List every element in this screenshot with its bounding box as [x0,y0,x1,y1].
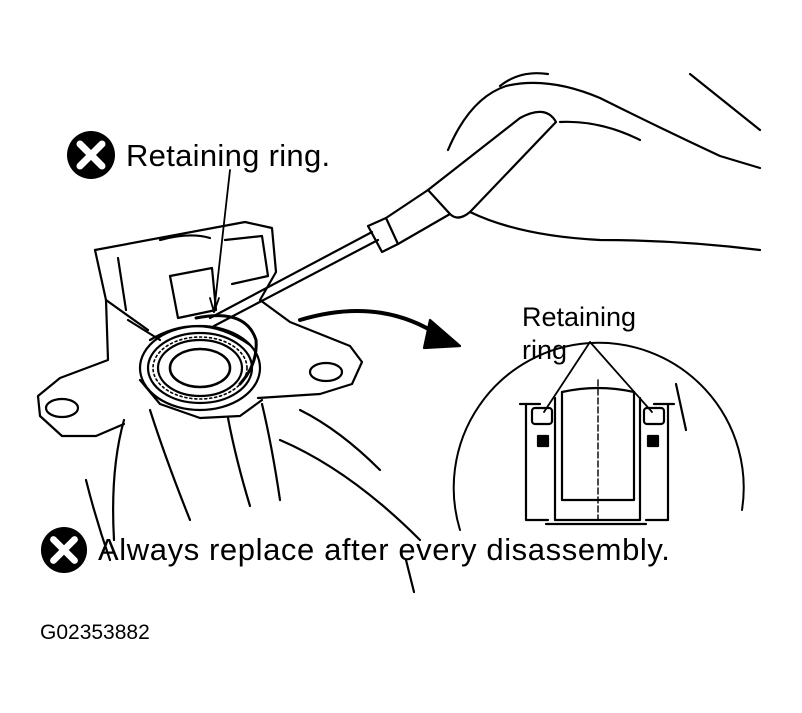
retaining-ring [194,314,258,386]
inset-label-line2: ring [522,335,568,365]
replace-note: Always replace after every disassembly. [98,532,671,567]
inset-arrow [298,309,442,338]
inset-label-line1: Retaining [522,302,637,332]
x-circle-icon [67,131,115,179]
screwdriver [208,110,558,328]
leader-line [213,169,231,313]
upper-hand [446,72,762,252]
retaining-ring-callout: Retaining ring. [126,138,331,173]
lower-hands [84,402,422,594]
x-circle-icon [40,526,88,574]
inset-detail [452,341,745,531]
piston-bore [138,324,262,412]
caliper-body [36,220,364,438]
figure-code: G02353882 [40,621,150,644]
